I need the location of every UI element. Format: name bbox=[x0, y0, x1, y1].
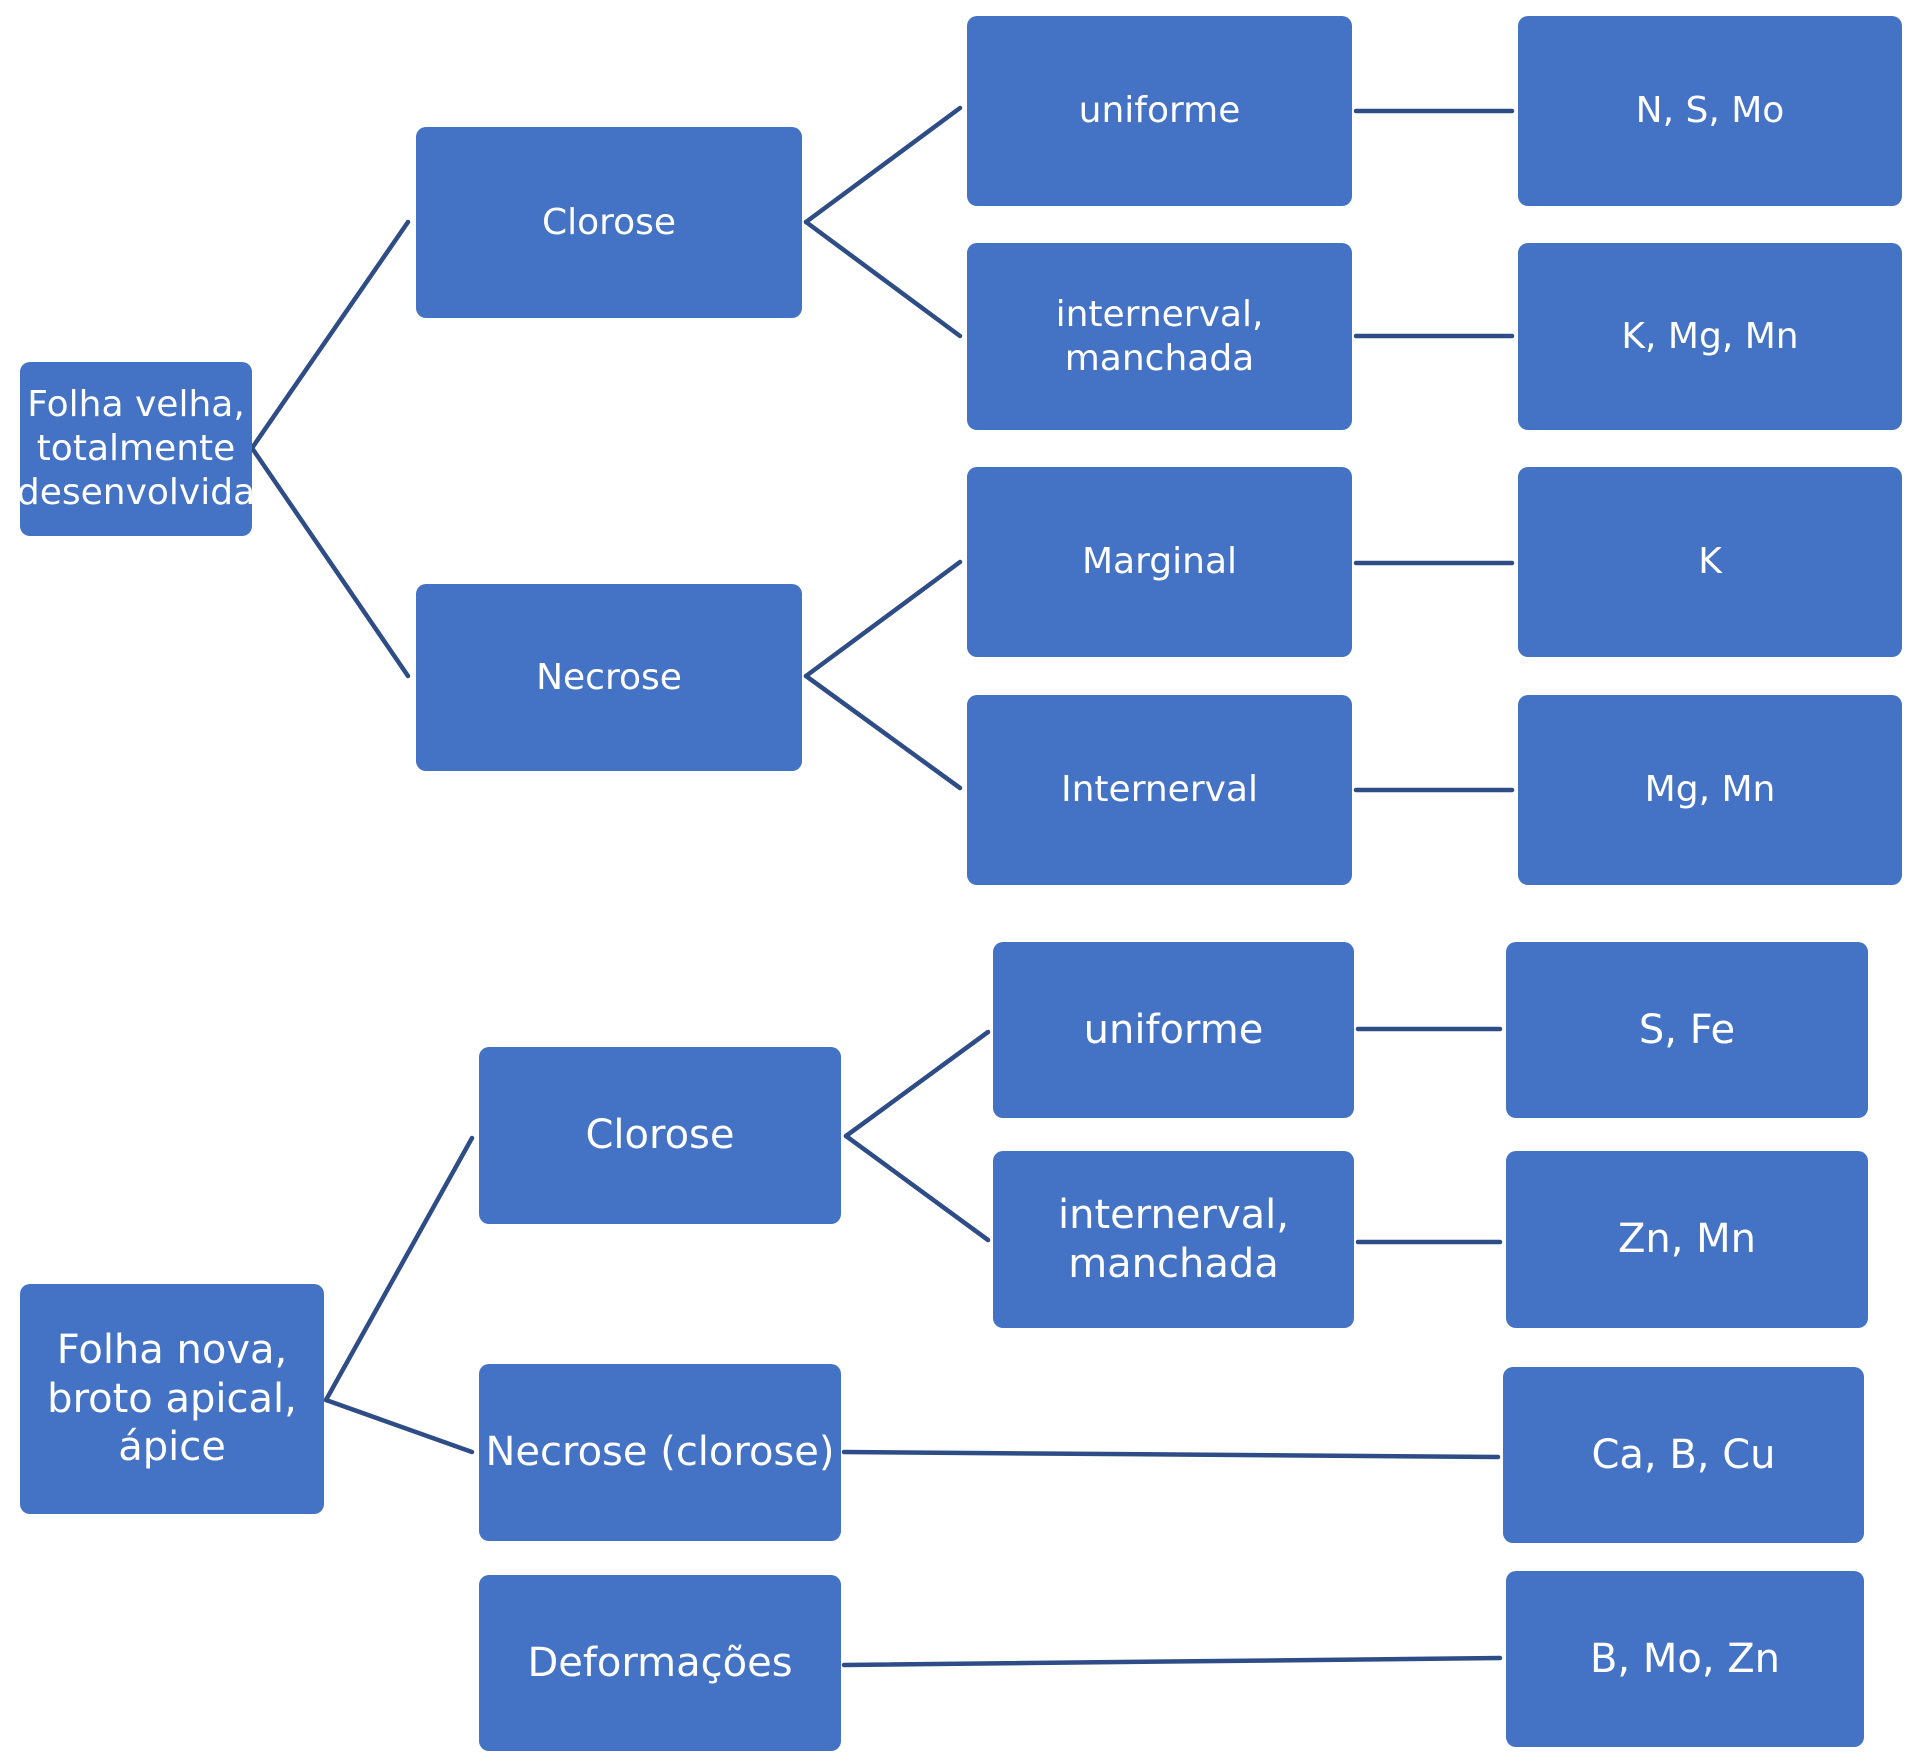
connector-old-clorose-internerval bbox=[803, 219, 963, 339]
old-leaf-necrose-marginal-result-node: K bbox=[1518, 467, 1902, 657]
old-leaf-root-node: Folha velha, totalmente desenvolvida bbox=[17, 362, 255, 536]
connector-new-clorose-internerval bbox=[843, 1133, 991, 1243]
old-leaf-necrose-node: Necrose bbox=[416, 584, 802, 771]
connector-new-deformacoes-result bbox=[841, 1655, 1503, 1668]
old-leaf-necrose-internerval-node: Internerval bbox=[967, 695, 1352, 885]
new-leaf-deformacoes-node: Deformações bbox=[479, 1575, 841, 1751]
new-leaf-clorose-internerval-node: internerval, manchada bbox=[993, 1151, 1354, 1328]
old-leaf-clorose-uniforme-node: uniforme bbox=[967, 16, 1352, 206]
connector-new-root-clorose bbox=[323, 1135, 475, 1403]
new-leaf-root-node: Folha nova, broto apical, ápice bbox=[20, 1284, 324, 1514]
connector-old-root-necrose bbox=[249, 445, 411, 679]
old-leaf-necrose-internerval-result-node: Mg, Mn bbox=[1518, 695, 1902, 885]
connector-old-root-clorose bbox=[249, 219, 411, 451]
connector-new-necrose-result bbox=[841, 1449, 1501, 1460]
connector-new-root-necrose bbox=[323, 1397, 475, 1455]
connector-old-necrose-internerval bbox=[803, 673, 963, 791]
new-leaf-necrose-node: Necrose (clorose) bbox=[479, 1364, 841, 1541]
new-leaf-clorose-uniforme-result-node: S, Fe bbox=[1506, 942, 1868, 1118]
new-leaf-clorose-internerval-result-node: Zn, Mn bbox=[1506, 1151, 1868, 1328]
old-leaf-necrose-marginal-node: Marginal bbox=[967, 467, 1352, 657]
new-leaf-clorose-uniforme-node: uniforme bbox=[993, 942, 1354, 1118]
new-leaf-deformacoes-result-node: B, Mo, Zn bbox=[1506, 1571, 1864, 1747]
connector-old-clorose-uniforme bbox=[803, 105, 963, 225]
connector-old-necrose-marginal bbox=[803, 559, 963, 679]
connector-new-clorose-uniforme bbox=[843, 1029, 991, 1139]
old-leaf-clorose-node: Clorose bbox=[416, 127, 802, 318]
new-leaf-clorose-node: Clorose bbox=[479, 1047, 841, 1224]
old-leaf-clorose-internerval-node: internerval, manchada bbox=[967, 243, 1352, 430]
old-leaf-clorose-uniforme-result-node: N, S, Mo bbox=[1518, 16, 1902, 206]
old-leaf-clorose-internerval-result-node: K, Mg, Mn bbox=[1518, 243, 1902, 430]
new-leaf-necrose-result-node: Ca, B, Cu bbox=[1503, 1367, 1864, 1543]
